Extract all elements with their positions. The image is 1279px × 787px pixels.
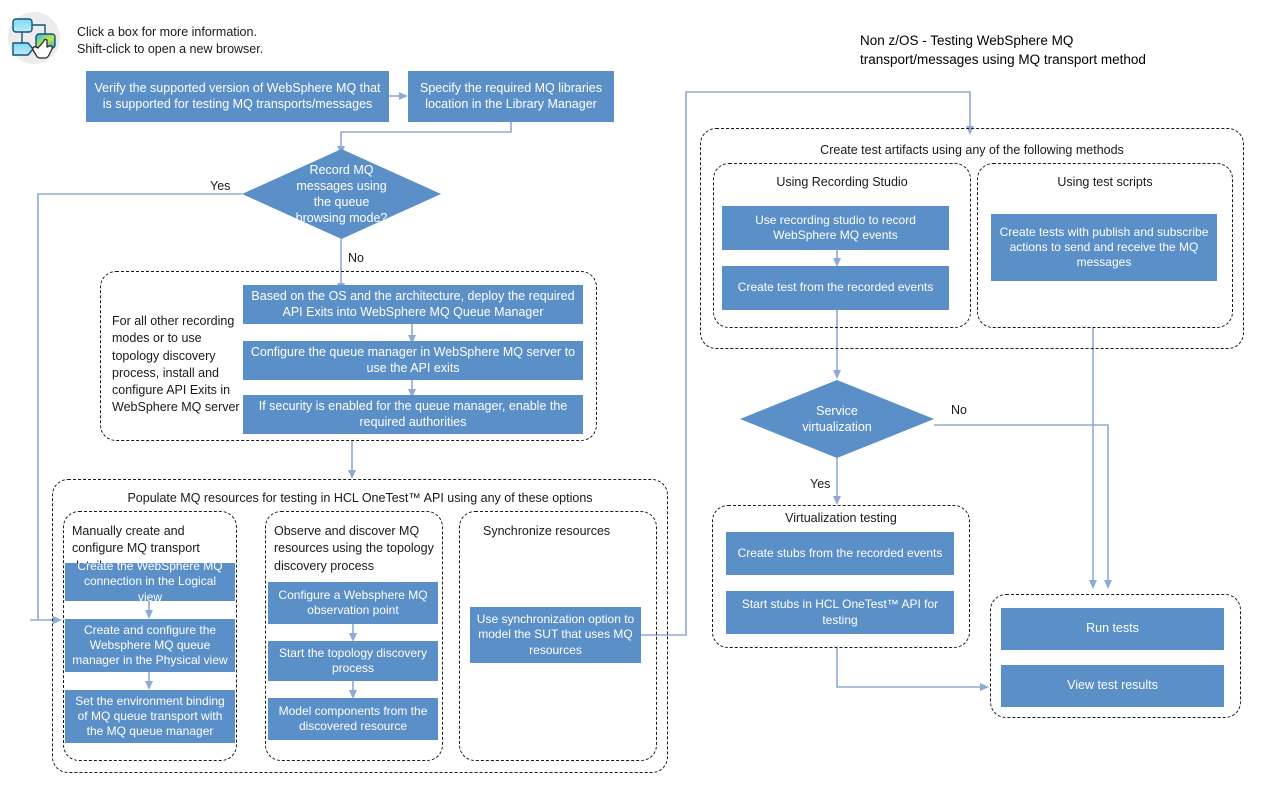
group-create-test-artifacts bbox=[700, 128, 1244, 349]
edge-label-virtualization-no: No bbox=[951, 403, 967, 417]
group-populate-mq-resources bbox=[52, 479, 668, 773]
group-api-exits bbox=[100, 271, 597, 441]
group-create-test-artifacts-title: Create test artifacts using any of the f… bbox=[820, 143, 1124, 157]
decision-service-virtualization[interactable]: Service virtualization bbox=[740, 380, 934, 458]
step-start-topology-discovery[interactable]: Start the topology discovery process bbox=[268, 641, 438, 681]
edge-label-record-no: No bbox=[348, 251, 364, 265]
step-verify-supported-version[interactable]: Verify the supported version of WebSpher… bbox=[86, 71, 389, 122]
step-create-configure-queue-manager-physical[interactable]: Create and configure the Websphere MQ qu… bbox=[65, 619, 235, 672]
step-create-test-from-recorded-events[interactable]: Create test from the recorded events bbox=[722, 266, 949, 310]
step-create-stubs[interactable]: Create stubs from the recorded events bbox=[726, 532, 954, 575]
page-title-line-2: transport/messages using MQ transport me… bbox=[860, 52, 1146, 68]
group-observe-discover-heading: Observe and discover MQ resources using … bbox=[274, 524, 434, 573]
group-using-test-scripts bbox=[977, 163, 1233, 328]
step-use-recording-studio[interactable]: Use recording studio to record WebSphere… bbox=[722, 206, 949, 250]
step-configure-observation-point[interactable]: Configure a Websphere MQ observation poi… bbox=[268, 582, 438, 624]
group-using-test-scripts-heading: Using test scripts bbox=[1057, 175, 1153, 189]
step-enable-authorities[interactable]: If security is enabled for the queue man… bbox=[243, 395, 583, 434]
group-manual-configure-heading: Manually create and configure MQ transpo… bbox=[72, 524, 200, 573]
group-synchronize-resources bbox=[459, 511, 657, 761]
page-title-line-1: Non z/OS - Testing WebSphere MQ bbox=[860, 33, 1074, 48]
diamond-shape bbox=[740, 380, 934, 458]
step-create-tests-publish-subscribe[interactable]: Create tests with publish and subscribe … bbox=[991, 214, 1217, 281]
page-title: Non z/OS - Testing WebSphere MQ transpor… bbox=[860, 31, 1279, 69]
group-virtualization-testing bbox=[712, 505, 970, 648]
edge-label-record-yes: Yes bbox=[210, 179, 231, 193]
group-api-exits-side-note: For all other recording modes or to use … bbox=[112, 314, 240, 415]
step-start-stubs[interactable]: Start stubs in HCL OneTest™ API for test… bbox=[726, 591, 954, 634]
hint-icon-wrap bbox=[6, 10, 62, 71]
group-using-recording-studio-heading: Using Recording Studio bbox=[776, 175, 908, 189]
step-create-websphere-connection[interactable]: Create the WebSphere MQ connection in th… bbox=[65, 559, 235, 604]
step-use-synchronization-option[interactable]: Use synchronization option to model the … bbox=[470, 607, 641, 663]
step-specify-mq-libraries[interactable]: Specify the required MQ libraries locati… bbox=[408, 71, 614, 122]
hint-text: Click a box for more information. Shift-… bbox=[77, 24, 377, 59]
step-set-environment-binding[interactable]: Set the environment binding of MQ queue … bbox=[65, 690, 235, 743]
group-using-recording-studio bbox=[713, 163, 971, 328]
decision-record-mq-browsing[interactable]: Record MQ messages using the queue brows… bbox=[242, 149, 441, 239]
group-virtualization-testing-heading: Virtualization testing bbox=[785, 511, 897, 525]
edge-label-virtualization-yes: Yes bbox=[810, 477, 831, 491]
step-configure-queue-manager[interactable]: Configure the queue manager in WebSphere… bbox=[243, 341, 583, 380]
group-populate-mq-resources-title: Populate MQ resources for testing in HCL… bbox=[127, 491, 593, 505]
group-run-tests bbox=[990, 594, 1241, 718]
hint-line-1: Click a box for more information. bbox=[77, 25, 257, 39]
step-model-components[interactable]: Model components from the discovered res… bbox=[268, 698, 438, 740]
group-manual-configure bbox=[63, 511, 237, 761]
step-deploy-api-exits[interactable]: Based on the OS and the architecture, de… bbox=[243, 285, 583, 324]
flowchart-click-icon bbox=[8, 12, 60, 64]
group-observe-discover bbox=[265, 511, 443, 761]
step-view-test-results[interactable]: View test results bbox=[1001, 665, 1224, 707]
diamond-shape bbox=[242, 149, 441, 239]
hint-line-2: Shift-click to open a new browser. bbox=[77, 42, 264, 57]
group-synchronize-resources-heading: Synchronize resources bbox=[483, 524, 611, 538]
step-run-tests[interactable]: Run tests bbox=[1001, 608, 1224, 650]
